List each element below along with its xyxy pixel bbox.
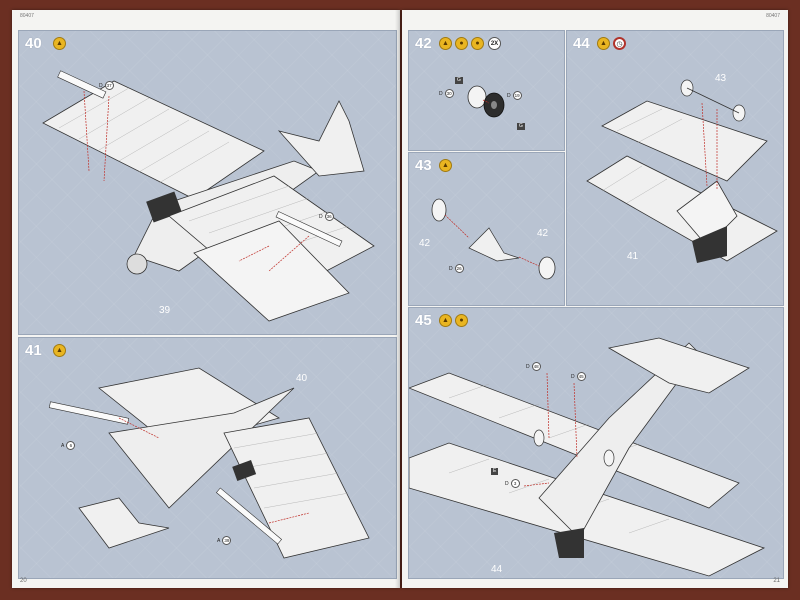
step-42-illustration bbox=[467, 85, 505, 118]
cement-icon: ● bbox=[471, 37, 484, 50]
part-label: D 37 bbox=[99, 81, 114, 90]
step-number: 40 bbox=[25, 35, 42, 52]
part-label: D 26 bbox=[449, 264, 464, 273]
reference-number: 39 bbox=[159, 305, 171, 316]
part-label: A 6 bbox=[61, 441, 76, 450]
step-43-illustration bbox=[431, 198, 556, 280]
product-code: 80407 bbox=[20, 13, 34, 19]
decal-flag: G bbox=[455, 77, 463, 84]
reference-number: 42 bbox=[537, 228, 549, 239]
step-number: 45 bbox=[415, 312, 432, 329]
glue-bottle-icon: ▲ bbox=[597, 37, 610, 50]
reference-number: 40 bbox=[296, 373, 308, 384]
step-41-panel: 41 ▲ A 6 A 39 40 bbox=[18, 337, 397, 579]
left-page: 80407 bbox=[12, 10, 400, 588]
reference-number: 41 bbox=[627, 251, 639, 262]
glue-bottle-icon: ▲ bbox=[53, 344, 66, 357]
part-label: D 36 bbox=[319, 212, 334, 221]
step-40-illustration bbox=[42, 70, 375, 322]
page-number: 21 bbox=[773, 578, 780, 584]
right-page: 80407 42 ▲ ● ● 2X D 30 D 19 bbox=[402, 10, 788, 588]
reference-number: 42 bbox=[419, 238, 431, 249]
reference-number: 43 bbox=[715, 73, 727, 84]
step-44-illustration bbox=[586, 79, 778, 263]
part-label: D 45 bbox=[571, 372, 586, 381]
clock-icon: ◷ bbox=[613, 37, 626, 50]
cement-icon: ● bbox=[455, 314, 468, 327]
part-label: A 39 bbox=[217, 536, 232, 545]
cement-icon: ● bbox=[455, 37, 468, 50]
product-code: 80407 bbox=[766, 13, 780, 19]
step-number: 44 bbox=[573, 35, 590, 52]
part-label: D 48 bbox=[526, 362, 541, 371]
step-42-panel: 42 ▲ ● ● 2X D 30 D 19 G G bbox=[408, 30, 565, 151]
part-label: D 3 bbox=[505, 479, 520, 488]
part-label: D 30 bbox=[439, 89, 454, 98]
glue-bottle-icon: ▲ bbox=[439, 314, 452, 327]
step-41-illustration bbox=[48, 367, 370, 559]
step-44-panel: 44 ▲ ◷ 43 41 bbox=[566, 30, 784, 306]
step-number: 41 bbox=[25, 342, 42, 359]
reference-number: 44 bbox=[491, 564, 503, 575]
step-45-illustration bbox=[409, 337, 766, 577]
decal-flag: E bbox=[491, 468, 499, 475]
step-43-panel: 43 ▲ D 26 42 42 bbox=[408, 152, 565, 306]
glue-bottle-icon: ▲ bbox=[53, 37, 66, 50]
glue-bottle-icon: ▲ bbox=[439, 159, 452, 172]
decal-flag: G bbox=[517, 123, 525, 130]
glue-bottle-icon: ▲ bbox=[439, 37, 452, 50]
part-label: D 19 bbox=[507, 91, 522, 100]
step-number: 42 bbox=[415, 35, 432, 52]
instruction-booklet: 80407 bbox=[12, 10, 788, 588]
step-number: 43 bbox=[415, 157, 432, 174]
page-number: 20 bbox=[20, 578, 27, 584]
step-45-panel: 45 ▲ ● D 48 D 45 D 3 E 44 bbox=[408, 307, 784, 579]
multiplier-badge: 2X bbox=[488, 37, 501, 50]
step-40-panel: 40 ▲ D 37 D 36 39 bbox=[18, 30, 397, 335]
